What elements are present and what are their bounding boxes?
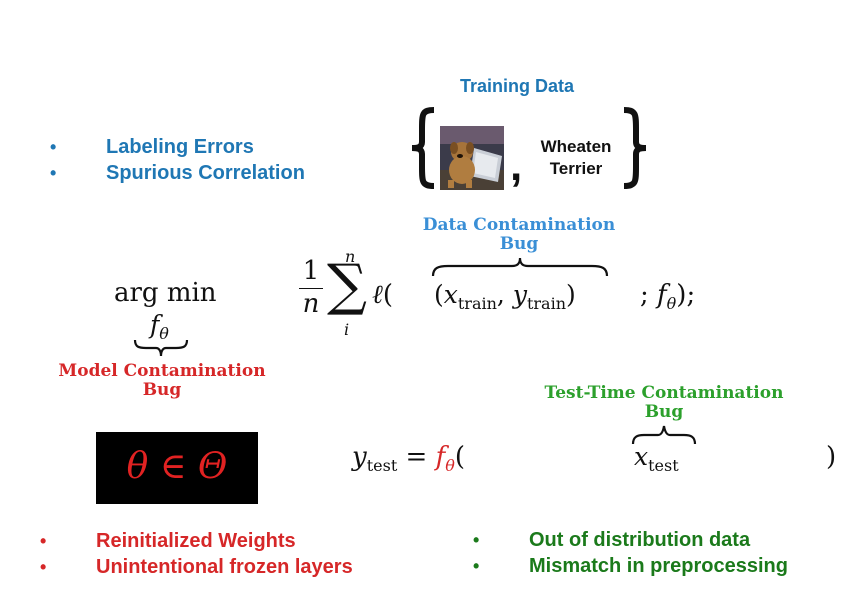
loss-args-tail: ; fθ); — [640, 280, 696, 314]
argmin-operator: arg min — [114, 278, 217, 308]
data-contamination-line1: Data Contamination — [422, 215, 616, 235]
class-label: Wheaten Terrier — [530, 136, 622, 180]
loss-function: ℓ( — [372, 280, 393, 310]
model-contamination-line1: Model Contamination — [58, 361, 266, 381]
list-item: Unintentional frozen layers — [40, 554, 353, 580]
model-contamination-label: Model Contamination Bug — [28, 362, 296, 400]
list-item: Reinitialized Weights — [40, 528, 353, 554]
parameter-box: θ ∈ Θ — [96, 432, 258, 504]
data-contamination-label: Data Contamination Bug — [398, 216, 640, 254]
class-label-line1: Wheaten — [540, 137, 612, 156]
fraction-numerator: 1 — [302, 256, 320, 286]
y-test-equation: ytest = fθ( — [352, 442, 465, 476]
list-item: Out of distribution data — [473, 527, 788, 553]
underbrace-icon — [133, 339, 189, 357]
training-data-title: Training Data — [460, 76, 575, 96]
overbrace-icon — [631, 425, 697, 445]
fraction: 1 n — [297, 256, 325, 319]
list-item: Labeling Errors — [50, 134, 305, 160]
closing-paren: ) — [826, 442, 837, 472]
test-contamination-line1: Test-Time Contamination — [544, 383, 784, 403]
list-item: Mismatch in preprocessing — [473, 553, 788, 579]
sum-symbol: ∑ — [327, 253, 367, 318]
data-bug-list: Labeling Errors Spurious Correlation — [50, 134, 305, 186]
training-example-set: , Wheaten Terrier — [404, 100, 654, 196]
svg-text:,: , — [510, 141, 522, 190]
test-contamination-line2: Bug — [644, 402, 684, 422]
data-contamination-line2: Bug — [499, 234, 539, 254]
x-test: xtest — [634, 442, 679, 475]
test-bug-list: Out of distribution data Mismatch in pre… — [473, 527, 788, 579]
test-contamination-label: Test-Time Contamination Bug — [498, 384, 830, 422]
sum-upper-limit: n — [345, 247, 356, 266]
f-theta-model: fθ — [150, 310, 169, 343]
curly-braces-icon: , — [411, 107, 647, 190]
class-label-line2: Terrier — [549, 159, 603, 178]
theta-in-Theta: θ ∈ Θ — [126, 446, 228, 487]
model-bug-list: Reinitialized Weights Unintentional froz… — [40, 528, 353, 580]
fraction-denominator: n — [302, 289, 320, 319]
training-pair: (xtrain, ytrain) — [434, 280, 576, 313]
sum-lower-limit: i — [344, 320, 350, 339]
dog-photo-icon — [440, 126, 504, 190]
model-contamination-line2: Bug — [142, 380, 182, 400]
list-item: Spurious Correlation — [50, 160, 305, 186]
overbrace-icon — [431, 257, 609, 277]
